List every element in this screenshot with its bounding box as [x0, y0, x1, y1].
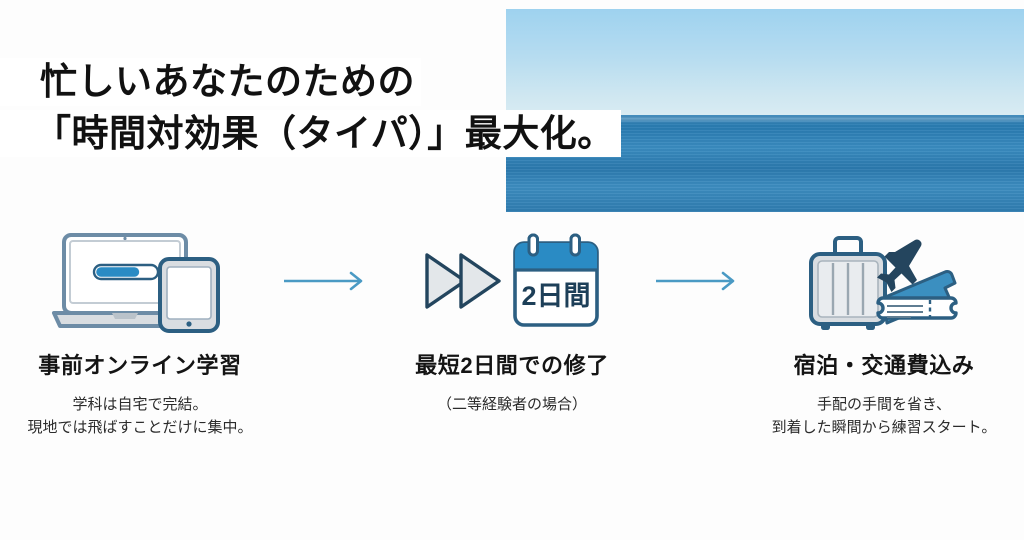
- step-two-day-completion: 2日間 最短2日間での修了 （二等経験者の場合）: [372, 226, 652, 416]
- step-title: 事前オンライン学習: [38, 353, 242, 378]
- arrow-right-icon: [652, 226, 744, 336]
- headline-line-1: 忙しいあなたのための: [0, 58, 421, 106]
- headline: 忙しいあなたのための 「時間対効果（タイパ）」最大化。: [0, 58, 662, 158]
- step-caption: （二等経験者の場合）: [436, 396, 587, 413]
- arrow-right-icon: [280, 226, 372, 336]
- photo-sky-region: [506, 9, 1024, 115]
- calendar-label: 2日間: [521, 281, 590, 311]
- headline-line-2: 「時間対効果（タイパ）」最大化。: [0, 109, 621, 158]
- calendar-fastforward-icon: 2日間: [419, 226, 605, 336]
- step-title: 宿泊・交通費込み: [793, 353, 975, 378]
- steps-row: 事前オンライン学習 学科は自宅で完結。 現地では飛ばすことだけに集中。: [0, 226, 1024, 440]
- step-lodging-transport-included: 宿泊・交通費込み 手配の手間を省き、 到着した瞬間から練習スタート。: [744, 226, 1024, 440]
- suitcase-plane-ticket-icon: [799, 226, 969, 336]
- step-title: 最短2日間での修了: [415, 353, 609, 378]
- step-online-learning: 事前オンライン学習 学科は自宅で完結。 現地では飛ばすことだけに集中。: [0, 226, 280, 440]
- step-caption: 手配の手間を省き、 到着した瞬間から練習スタート。: [771, 396, 997, 437]
- step-caption: 学科は自宅で完結。 現地では飛ばすことだけに集中。: [27, 396, 253, 437]
- laptop-tablet-icon: [50, 226, 230, 336]
